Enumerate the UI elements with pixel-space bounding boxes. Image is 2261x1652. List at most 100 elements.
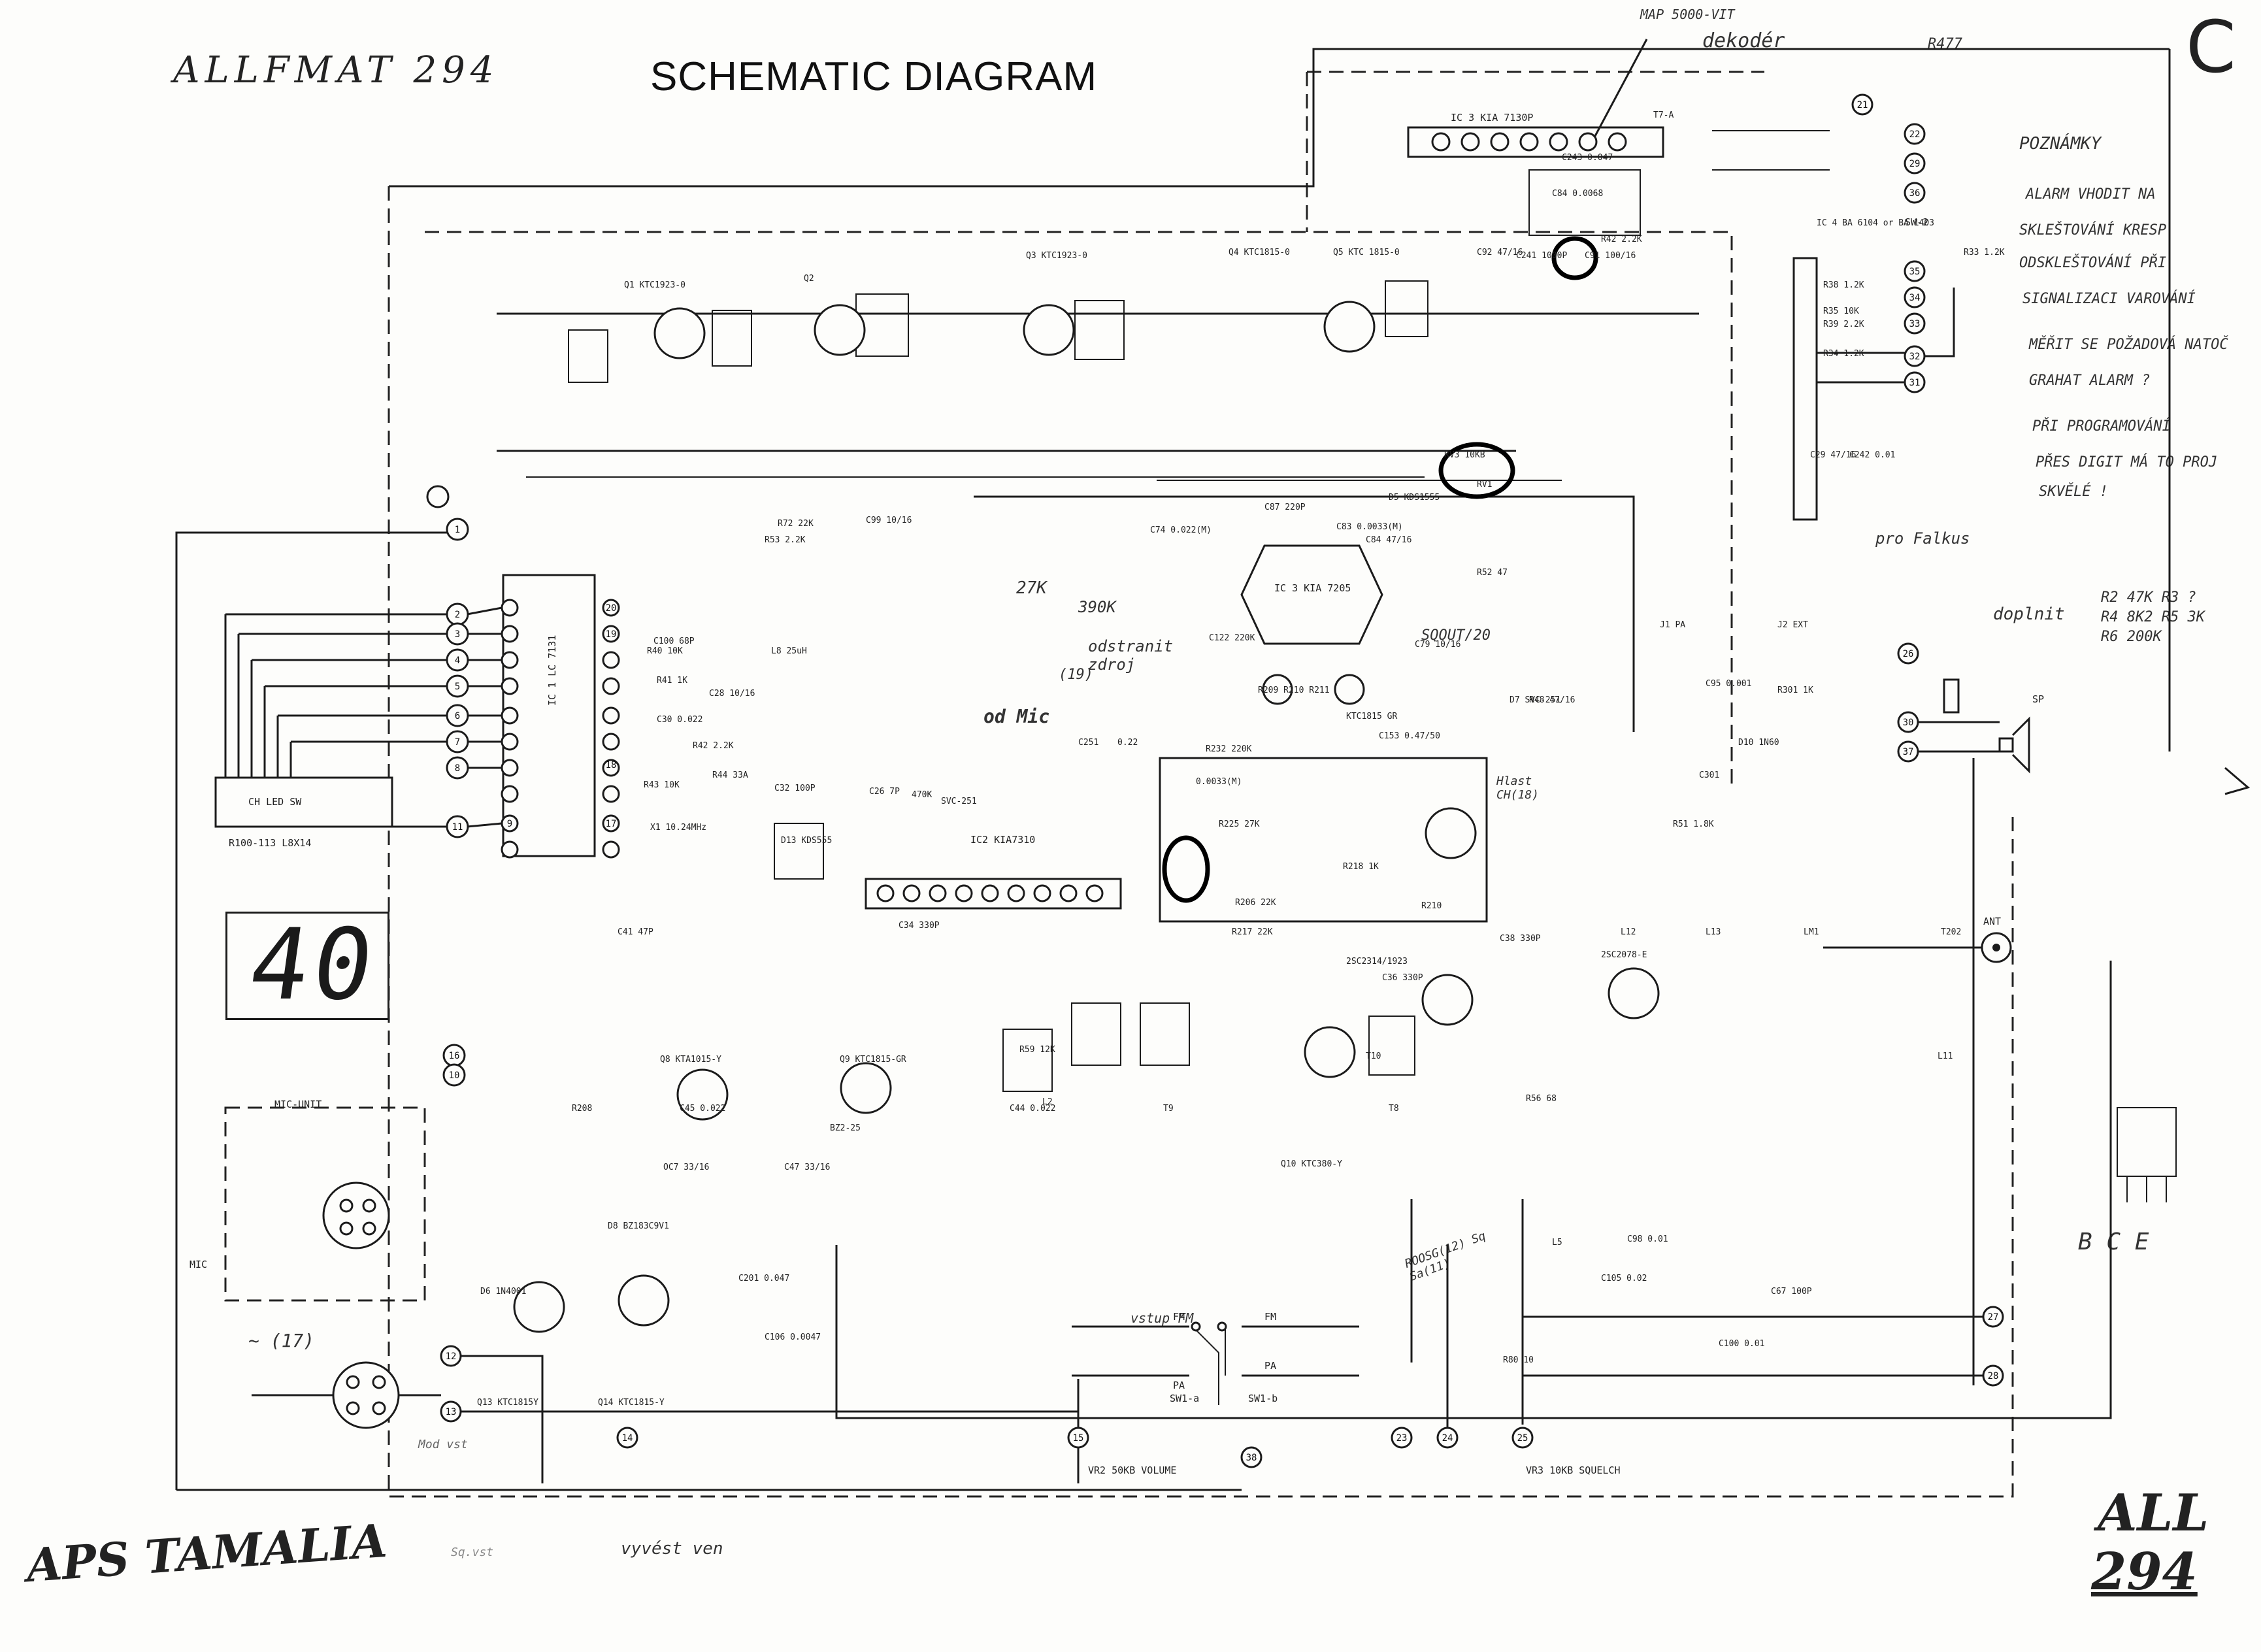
q8-label: Q8 KTA1015-Y: [660, 1055, 721, 1065]
component-label: R34 1.2K: [1823, 349, 1864, 359]
connector-pin-number: 33: [1909, 319, 1921, 329]
model-note: ALLFMAT 294: [173, 49, 499, 91]
component-label: R218 1K: [1343, 862, 1379, 872]
sw2-label: SW-2: [1905, 216, 1928, 228]
component-label: D13 KDS555: [781, 836, 832, 846]
connector-pin-number: 5: [455, 682, 460, 692]
component-label: R225 27K: [1219, 819, 1260, 829]
ic4-label: IC 4 BA 6104 or BA 1403: [1817, 218, 1934, 228]
ic3-top-label: IC 3 KIA 7130P: [1451, 112, 1533, 124]
component-label: T8: [1389, 1104, 1399, 1114]
component-label: C105 0.02: [1601, 1274, 1647, 1283]
sw1a-label: SW1-a: [1170, 1393, 1199, 1404]
component-label: T10: [1366, 1051, 1381, 1061]
connector-pin-number: 11: [452, 822, 463, 833]
sw1b-label: SW1-b: [1248, 1393, 1278, 1404]
ink-circle-rv1: [1551, 236, 1598, 280]
connector-pin-number: 17: [606, 819, 617, 829]
component-label: R217 22K: [1232, 927, 1273, 937]
component-label: LM1: [1804, 927, 1819, 937]
component-label: D8 BZ183C9V1: [608, 1221, 669, 1231]
connector-pin-number: 14: [622, 1433, 633, 1444]
component-label: R72 22K: [778, 519, 814, 529]
component-label: C83 0.0033(M): [1336, 522, 1403, 532]
mic-unit-label: MIC-UNIT: [274, 1099, 322, 1110]
transistor-labels: Q1 KTC1923-0 Q2 Q3 KTC1923-0 Q4 KTC1815-…: [477, 248, 1647, 1408]
coils: [568, 280, 1428, 1092]
q-mid-label: KTC1815 GR: [1346, 712, 1397, 721]
component-label: L5: [1552, 1238, 1562, 1247]
right-connectors: [1851, 93, 2004, 1387]
component-label: C201 0.047: [738, 1274, 789, 1283]
vr3-label: VR3 10KB SQUELCH: [1526, 1464, 1621, 1476]
r100-label: R100-113 L8X14: [229, 837, 311, 849]
q2-label: Q2: [804, 274, 814, 284]
q13-label: Q13 KTC1815Y: [477, 1398, 538, 1408]
connector-pin-number: 20: [606, 603, 617, 614]
ink-circle-10k: [1162, 835, 1210, 903]
ic4-block: [1792, 257, 1818, 521]
component-label: R42 2.2K: [693, 741, 734, 751]
note-sqout: SQOUT/20: [1421, 627, 1491, 644]
note-line-6: MĚŘIT SE POŽADOVÁ NATOČ: [2029, 337, 2228, 353]
component-label: C87 220P: [1264, 503, 1306, 512]
note-17: ~ (17): [248, 1330, 315, 1351]
component-label: R59 12K: [1019, 1045, 1055, 1055]
connector-pin-number: 16: [449, 1051, 460, 1061]
connector-pin-number: 25: [1517, 1433, 1528, 1444]
component-label: R206 22K: [1235, 898, 1276, 908]
component-label: C29 47/16: [1810, 450, 1856, 460]
ic3-mid-block: [1240, 544, 1383, 645]
connector-pin-number: 38: [1246, 1453, 1257, 1463]
component-label: RV3 10KB: [1444, 450, 1485, 460]
component-label: C84 0.0068: [1552, 189, 1603, 199]
connector-pin-number: 35: [1909, 267, 1921, 277]
connector-pin-number: 15: [1073, 1433, 1084, 1444]
component-label: C36 330P: [1382, 973, 1423, 983]
ink-circle-rv3: [1438, 442, 1515, 499]
component-label: J1 PA: [1660, 620, 1685, 630]
note-falkus: pro Falkus: [1875, 529, 1970, 548]
vr2-label: VR2 50KB VOLUME: [1088, 1464, 1176, 1476]
component-label: C74 0.022(M): [1150, 525, 1212, 535]
corner-mark: C: [2186, 5, 2236, 89]
pa2-label: PA: [1264, 1360, 1276, 1372]
connector-pin-number: 37: [1903, 747, 1914, 757]
bottom-right-note-2: 294: [2091, 1542, 2198, 1602]
note-hlast: Hlast CH(18): [1496, 774, 1540, 802]
component-label: C301: [1699, 770, 1719, 780]
component-label: L11: [1938, 1051, 1953, 1061]
connector-pin-number: 8: [455, 763, 460, 774]
component-label: R42 2.2K: [1601, 235, 1642, 244]
connector-pin-number: 21: [1857, 100, 1868, 110]
connector-pin-number: 1: [455, 525, 460, 535]
transistor-symbols: [513, 301, 1660, 1333]
component-label: R232 220K: [1206, 744, 1252, 754]
page-title: SCHEMATIC DIAGRAM: [650, 54, 1098, 99]
component-label: R40 10K: [647, 646, 683, 656]
q3-label: Q3 KTC1923-0: [1026, 251, 1087, 261]
note-line-7: GRAHAT ALARM ?: [2029, 372, 2151, 389]
note-od-mic: od Mic: [983, 706, 1050, 727]
component-label: X1 10.24MHz: [650, 823, 706, 833]
component-label: C251: [1078, 738, 1098, 748]
connector-pin-number: 4: [455, 655, 460, 666]
component-label: R44 33A: [712, 770, 748, 780]
connector-pin-number: 24: [1442, 1433, 1453, 1444]
component-label: R210: [1421, 901, 1442, 911]
note-line-2: ALARM VHODIT NA: [2026, 186, 2156, 203]
q9-label: Q9 KTC1815-GR: [840, 1055, 906, 1065]
component-label: R48 47/16: [1529, 695, 1575, 705]
q1-label: Q1 KTC1923-0: [624, 280, 685, 290]
note-vyvest-ven: vyvést ven: [621, 1539, 723, 1559]
ic2-label: IC2 KIA7310: [970, 834, 1035, 846]
connector-pin-number: 3: [455, 629, 460, 640]
ic2-pins: [876, 884, 1104, 902]
connector-pin-number: 36: [1909, 188, 1921, 199]
q10-label: Q10 KTC380-Y: [1281, 1159, 1342, 1169]
connector-pin-number: 10: [449, 1070, 460, 1081]
